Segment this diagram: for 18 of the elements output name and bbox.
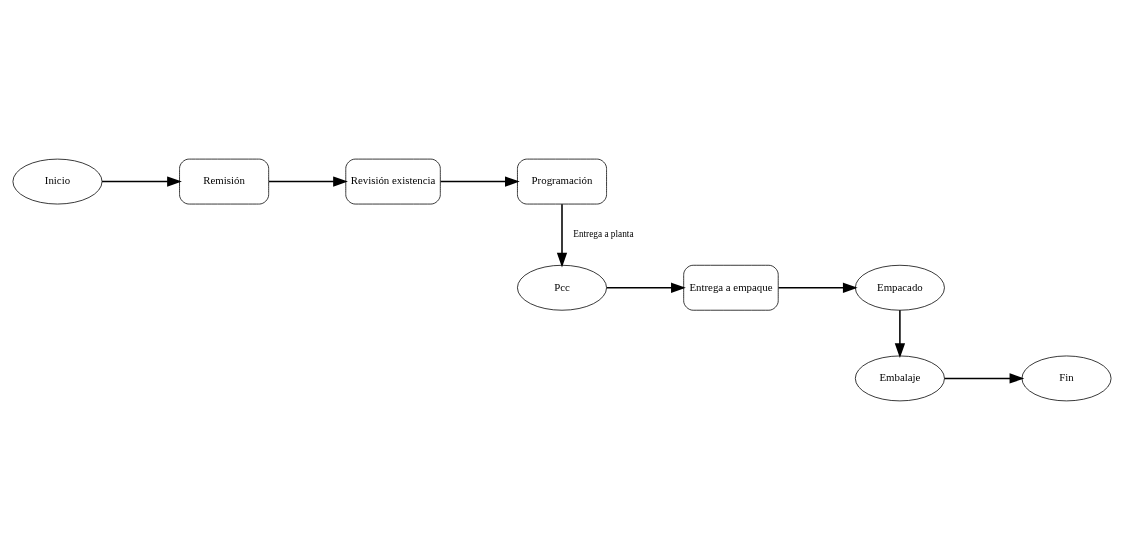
node-box: Remisión [179, 158, 270, 204]
node-ellipse: Fin [1021, 355, 1112, 401]
node-ellipse: Embalaje [854, 355, 945, 401]
arrow [606, 282, 686, 293]
arrow [101, 175, 182, 187]
arrow [556, 203, 568, 267]
node-box: Programación [517, 158, 607, 204]
node-ellipse: Inicio [12, 158, 103, 204]
edge-label: Entrega a planta [573, 228, 634, 239]
node-ellipse: Empacado [854, 264, 945, 311]
arrow [439, 175, 520, 187]
node-ellipse: Pcc [517, 264, 607, 311]
node-box: Entrega a empaque [683, 264, 779, 311]
node-box: Revisión existencia [345, 158, 441, 204]
arrow [943, 372, 1025, 384]
arrow [777, 282, 858, 293]
arrow [268, 175, 348, 187]
arrow [894, 309, 906, 358]
